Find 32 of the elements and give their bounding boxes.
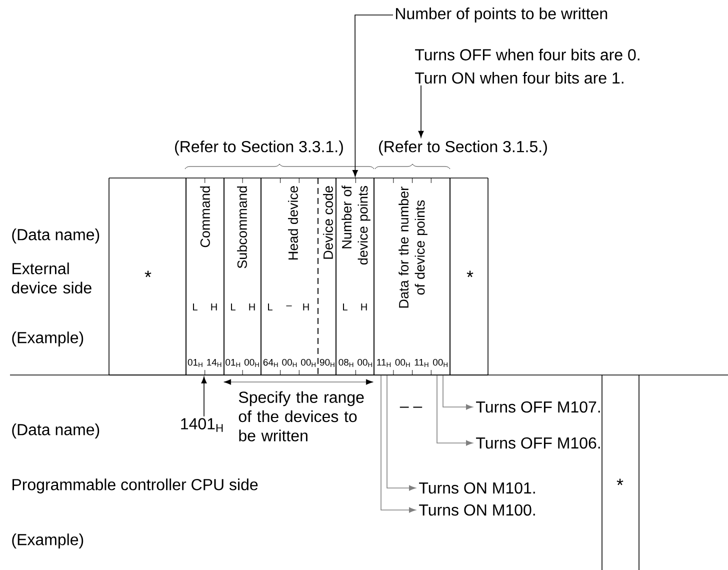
data-cell: * xyxy=(108,178,186,376)
leader-arrow xyxy=(201,376,207,417)
annotation-text: Turns ON M101. xyxy=(419,482,535,494)
data-cell: Number of device points L H 08$_{H}$ 00$_{H}$ xyxy=(336,178,374,376)
data-cell: Head device L – H 64$_{H}$ 00$_{H}$ 00$_{H}$ xyxy=(260,178,318,376)
data-cell: * xyxy=(450,178,488,376)
data-cell: Data for the number of device points 11$_{H}$ 00$_{H}$ 11$_{H}$ 00$_{H}$ xyxy=(374,178,450,376)
row-label: (Example) xyxy=(12,534,84,548)
section-reference: (Refer to Section 3.1.5.) xyxy=(379,140,547,156)
data-cell: Command L H 01$_{H}$ 14$_{H}$ xyxy=(186,178,224,376)
leader-arrow xyxy=(418,84,424,138)
annotation-text: Turns ON M100. xyxy=(419,504,535,516)
section-reference: (Refer to Section 3.3.1.) xyxy=(175,140,343,156)
continuation-mark: – – xyxy=(400,406,422,408)
leader-arrow xyxy=(442,375,473,410)
data-cell: * xyxy=(602,374,640,570)
leader-arrow xyxy=(352,14,394,177)
leader-arrow xyxy=(436,375,473,446)
annotation-text: Turns OFF M107. xyxy=(476,401,600,413)
leader-arrow xyxy=(386,375,416,491)
annotation-text: Turns OFF when four bits are 0. Turn ON when four bits are 1. xyxy=(415,48,640,84)
annotation-text: Number of points to be written xyxy=(396,8,608,22)
row-label: External device side xyxy=(12,262,92,294)
leader-arrow xyxy=(380,375,416,513)
annotation-text: 1401$_{H}$ xyxy=(181,418,223,432)
annotation-text: Turns OFF M106. xyxy=(476,437,600,449)
data-cell: Subcommand L H 01$_{H}$ 00$_{H}$ xyxy=(224,178,262,376)
row-label: Programmable controller CPU side xyxy=(12,478,258,494)
row-label: (Example) xyxy=(12,332,84,346)
row-label: (Data name) xyxy=(12,424,100,438)
data-cell: Device code 90$_{H}$ xyxy=(318,178,336,376)
annotation-text: Specify the range of the devices to be written xyxy=(238,391,364,442)
